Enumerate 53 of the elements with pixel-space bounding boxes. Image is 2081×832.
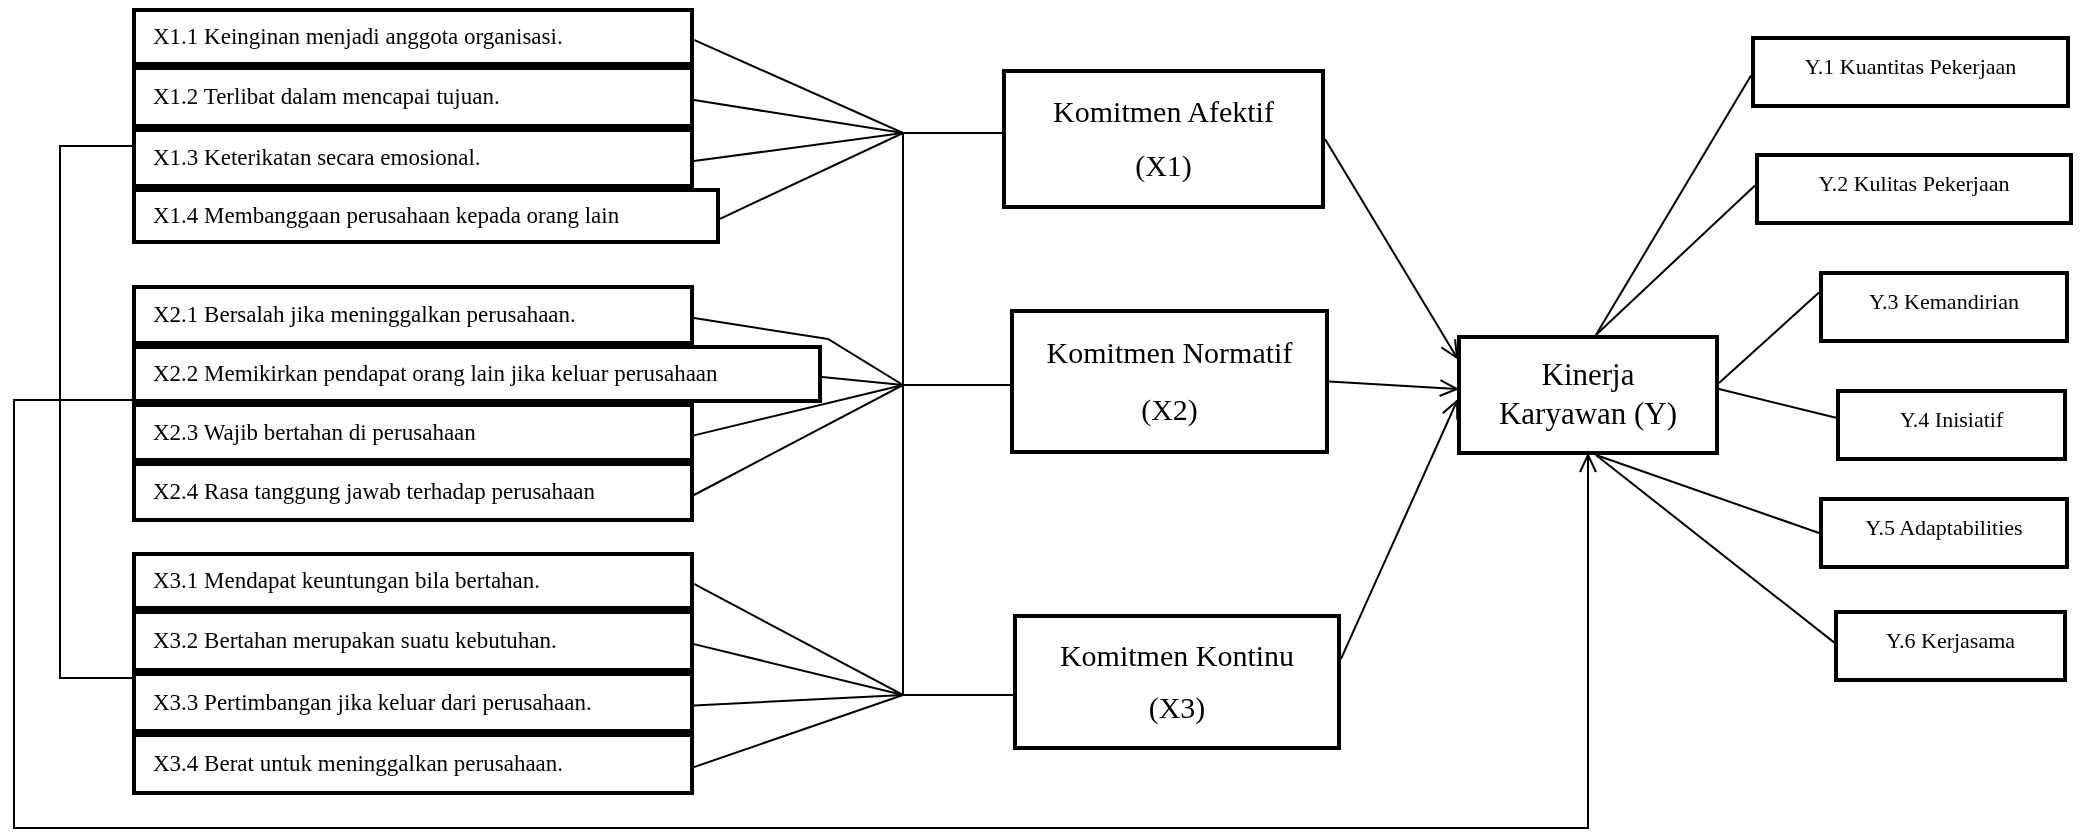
arrow — [1340, 400, 1459, 660]
arrow — [1324, 138, 1458, 359]
connector-line — [693, 384, 1011, 496]
variable-code: (X3) — [1148, 691, 1206, 725]
indicator-box — [132, 552, 694, 610]
box-label: Y.5 Adaptabilities — [1865, 515, 2023, 541]
box-label: X2.2 Memikirkan pendapat orang lain jika keluar perusahaan — [153, 361, 718, 387]
indicator-box — [1751, 36, 2070, 108]
arrow — [13, 399, 1597, 829]
arrow — [1328, 379, 1458, 397]
box-label: X3.3 Pertimbangan jika keluar dari perusahaan. — [153, 689, 592, 716]
box-label: Y.2 Kulitas Pekerjaan — [1818, 171, 2010, 197]
box-label: X1.3 Keterikatan secara emosional. — [153, 145, 481, 171]
indicator-box — [132, 462, 694, 522]
indicator-box — [132, 8, 694, 66]
box-label: Kinerja Karyawan (Y) — [1497, 356, 1679, 433]
connector-line — [1594, 184, 1756, 336]
box-label: Y.1 Kuantitas Pekerjaan — [1804, 54, 2017, 80]
box-label: X2.3 Wajib bertahan di perusahaan — [153, 419, 476, 446]
construct-box — [1010, 309, 1329, 454]
box-label: X1.4 Membanggaan perusahaan kepada orang lain — [153, 203, 620, 229]
box-label: X3.4 Berat untuk meninggalkan perusahaan. — [153, 751, 564, 777]
box-label: Komitmen Kontinu — [1059, 639, 1295, 673]
construct-box — [1013, 614, 1341, 750]
indicator-box — [1836, 389, 2067, 461]
box-label: X2.1 Bersalah jika meninggalkan perusahaan. — [153, 302, 576, 328]
box-label: X1.2 Terlibat dalam mencapai tujuan. — [153, 84, 500, 110]
box-label: Y.4 Inisiatif — [1899, 407, 2004, 433]
variable-code: (X1) — [1135, 149, 1192, 183]
indicator-box — [1834, 610, 2067, 682]
outcome-box — [1457, 335, 1719, 455]
connector-line — [59, 145, 133, 680]
box-label: X1.1 Keinginan menjadi anggota organisasi. — [153, 24, 563, 50]
construct-box — [1002, 69, 1325, 209]
indicator-box — [1819, 497, 2069, 569]
box-label: Komitmen Afektif — [1053, 95, 1274, 129]
connector-line — [693, 694, 1014, 769]
connector-line — [1718, 388, 1837, 419]
box-label: Komitmen Normatif — [1046, 336, 1293, 371]
variable-code: (X2) — [1141, 392, 1198, 427]
box-label: X2.4 Rasa tanggung jawab terhadap perusahaan — [153, 479, 595, 505]
box-label: Y.6 Kerjasama — [1885, 628, 2016, 654]
indicator-box — [132, 285, 694, 345]
indicator-box — [132, 733, 694, 795]
indicator-box — [1819, 271, 2069, 343]
box-label: X3.2 Bertahan merupakan suatu kebutuhan. — [153, 628, 557, 654]
box-label: X3.1 Mendapat keuntungan bila bertahan. — [153, 568, 541, 594]
connector-line — [1718, 291, 1820, 384]
connector-line — [1594, 74, 1752, 336]
indicator-box — [132, 188, 720, 244]
indicator-box — [1755, 153, 2073, 225]
connector-line — [1594, 454, 1835, 644]
box-label: Y.3 Kemandirian — [1869, 289, 2019, 315]
